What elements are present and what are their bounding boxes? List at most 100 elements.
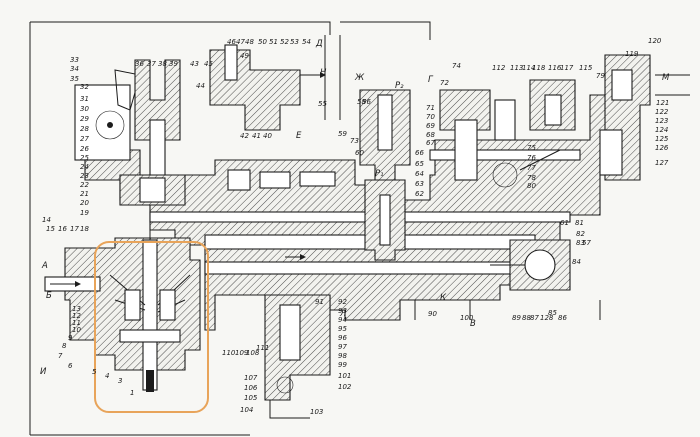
- callout-120: 120: [648, 37, 662, 45]
- drain-lines: [414, 300, 601, 320]
- valve-40: [299, 171, 336, 187]
- callout-5: 5: [92, 368, 97, 376]
- callout-24: 24: [80, 163, 89, 171]
- callout-21: 21: [80, 190, 89, 198]
- governor-hub: [107, 122, 113, 128]
- vertical-line-d: [324, 35, 341, 120]
- valve-42: [227, 169, 251, 191]
- callout-29: 29: [80, 115, 89, 123]
- callout-57: 57: [582, 239, 591, 247]
- callout-79: 79: [596, 72, 605, 80]
- right-piston: [599, 129, 623, 176]
- pump-shaft: [142, 239, 158, 391]
- swash-plate: [119, 329, 181, 343]
- center-plunger: [379, 194, 391, 246]
- callout-114: 114: [522, 64, 535, 72]
- callout-71: 71: [426, 104, 435, 112]
- callout-43: 43: [190, 60, 199, 68]
- callout-13: 13: [72, 305, 81, 313]
- callout-51: 51: [269, 38, 278, 46]
- valve-74-bore: [454, 119, 478, 181]
- callout-49: 49: [240, 52, 249, 60]
- callout-16: 16: [58, 225, 67, 233]
- callout-54: 54: [302, 38, 311, 46]
- callout-3: 3: [118, 377, 122, 385]
- callout-15: 15: [46, 225, 55, 233]
- callout-10: 10: [72, 326, 81, 334]
- callout-63: 63: [415, 180, 424, 188]
- callout-64: 64: [415, 170, 424, 178]
- callout-76: 76: [527, 154, 536, 162]
- callout-127: 127: [655, 159, 669, 167]
- callout-91: 91: [315, 298, 324, 306]
- callout-35: 35: [70, 75, 79, 83]
- callout-19: 19: [80, 209, 89, 217]
- callout-30: 30: [80, 105, 89, 113]
- governor-wheel: [95, 110, 125, 140]
- cam-wheel: [492, 162, 518, 188]
- callout-92: 92: [338, 298, 347, 306]
- callout-101: 101: [338, 372, 351, 380]
- callout-1: 1: [130, 389, 134, 397]
- top-valve-body: [209, 49, 301, 131]
- callout-62: 62: [415, 190, 424, 198]
- callout-14: 14: [42, 216, 51, 224]
- port-l: Л: [339, 309, 347, 319]
- cam-lever: [519, 149, 561, 171]
- callout-100: 100: [460, 314, 474, 322]
- port-e: Е: [296, 131, 302, 141]
- callout-78: 78: [527, 174, 536, 182]
- callout-87: 87: [530, 314, 539, 322]
- port-d: Д: [315, 39, 323, 49]
- callout-66: 66: [415, 149, 424, 157]
- callout-28: 28: [80, 125, 89, 133]
- callout-55: 55: [318, 100, 327, 108]
- callout-99: 99: [338, 361, 347, 369]
- callout-124: 124: [655, 126, 668, 134]
- callout-109: 109: [235, 349, 249, 357]
- callout-81: 81: [575, 219, 584, 227]
- callout-31: 31: [80, 95, 89, 103]
- callout-125: 125: [655, 135, 669, 143]
- governor-housing: [74, 84, 131, 161]
- callout-36: 36: [135, 60, 144, 68]
- piston-left: [124, 289, 141, 321]
- callout-70: 70: [426, 113, 435, 121]
- right-channel: [429, 149, 581, 161]
- callout-41: 41: [252, 132, 261, 140]
- callout-67: 67: [426, 139, 435, 147]
- callout-82: 82: [576, 230, 585, 238]
- callout-65: 65: [415, 160, 424, 168]
- port-label-layer: А Б В Г Д Е Ж И К Л М Н Р₁ Р₂: [40, 39, 670, 377]
- callout-102: 102: [338, 383, 352, 391]
- callout-40: 40: [263, 132, 272, 140]
- callout-47: 47: [236, 38, 245, 46]
- right-ports: [655, 74, 690, 96]
- callout-69: 69: [426, 122, 435, 130]
- callout-128: 128: [540, 314, 554, 322]
- lower-channel: [204, 261, 536, 275]
- callout-8: 8: [62, 342, 67, 350]
- center-spring: [377, 94, 393, 151]
- cylinder-57-bore: [524, 249, 556, 281]
- callout-2: 2: [148, 374, 153, 382]
- callout-95: 95: [338, 325, 347, 333]
- bottom-fitting: [276, 376, 294, 394]
- callout-121: 121: [656, 99, 669, 107]
- callout-20: 20: [80, 199, 89, 207]
- piston-right: [159, 289, 176, 321]
- callout-12: 12: [72, 312, 81, 320]
- callout-25: 25: [80, 154, 89, 162]
- callout-60: 60: [355, 149, 364, 157]
- top-valve-stem: [224, 44, 238, 81]
- valve-116-bore: [544, 94, 562, 126]
- callout-74: 74: [452, 62, 461, 70]
- callout-4: 4: [105, 372, 109, 380]
- callout-88: 88: [522, 314, 531, 322]
- callout-73: 73: [350, 137, 359, 145]
- callout-58: 58: [357, 98, 366, 106]
- callout-26: 26: [80, 145, 89, 153]
